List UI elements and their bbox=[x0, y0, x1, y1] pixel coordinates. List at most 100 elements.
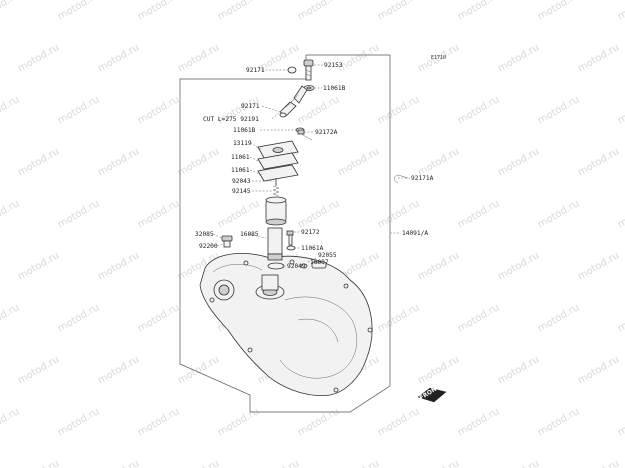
watermark-text: motod.ru bbox=[416, 354, 461, 386]
watermark-text: motod.ru bbox=[56, 302, 101, 334]
watermark-text: motod.ru bbox=[216, 406, 261, 438]
watermark-text: motod.ru bbox=[16, 354, 61, 386]
drain-plug-32085 bbox=[221, 235, 233, 248]
watermark-text: motod.ru bbox=[216, 0, 261, 23]
watermark-text: motod.ru bbox=[176, 42, 221, 74]
watermark-text: motod.ru bbox=[0, 302, 21, 334]
watermark-text: motod.ru bbox=[176, 354, 221, 386]
watermark-text: motod.ru bbox=[56, 198, 101, 230]
watermark-text: motod.ru bbox=[576, 354, 621, 386]
watermark-text: motod.ru bbox=[416, 146, 461, 178]
watermark-text: motod.ru bbox=[456, 0, 501, 23]
watermark-text: motod.ru bbox=[136, 406, 181, 438]
bolt-92172 bbox=[286, 230, 294, 246]
watermark-text: motod.ru bbox=[616, 198, 625, 230]
watermark-text: motod.ru bbox=[496, 458, 541, 468]
watermark-text: motod.ru bbox=[16, 250, 61, 282]
watermark-text: motod.ru bbox=[616, 302, 625, 334]
watermark-text: motod.ru bbox=[496, 250, 541, 282]
watermark-text: motod.ru bbox=[616, 94, 625, 126]
washer-11061a bbox=[286, 245, 296, 251]
watermark-text: motod.ru bbox=[456, 406, 501, 438]
watermark-text: motod.ru bbox=[96, 42, 141, 74]
watermark-text: motod.ru bbox=[56, 94, 101, 126]
label-16087: 16087 bbox=[310, 259, 329, 266]
watermark-text: motod.ru bbox=[136, 302, 181, 334]
watermark-text: motod.ru bbox=[96, 458, 141, 468]
watermark-text: motod.ru bbox=[576, 146, 621, 178]
watermark-text: motod.ru bbox=[616, 406, 625, 438]
label-16085: 16085 bbox=[240, 231, 259, 238]
watermark-text: motod.ru bbox=[136, 0, 181, 23]
watermark-text: motod.ru bbox=[536, 198, 581, 230]
label-11061a: 11061A bbox=[301, 245, 324, 252]
watermark-text: motod.ru bbox=[56, 0, 101, 23]
watermark-text: motod.ru bbox=[0, 0, 21, 23]
pump-boss bbox=[255, 274, 285, 300]
watermark-text: motod.ru bbox=[0, 198, 21, 230]
leader-lines bbox=[212, 64, 410, 267]
watermark-text: motod.ru bbox=[136, 198, 181, 230]
watermark-text: motod.ru bbox=[376, 302, 421, 334]
clamp-92171a bbox=[394, 174, 409, 184]
watermark-text: motod.ru bbox=[216, 198, 261, 230]
label-92171a: 92171A bbox=[411, 175, 434, 182]
label-92145: 92145 bbox=[232, 188, 251, 195]
label-11061-a: 11061 bbox=[231, 154, 250, 161]
watermark-text: motod.ru bbox=[576, 42, 621, 74]
watermark-text: motod.ru bbox=[16, 42, 61, 74]
watermark-text: motod.ru bbox=[536, 0, 581, 23]
label-13119: 13119 bbox=[233, 140, 252, 147]
collar-16087 bbox=[311, 261, 327, 269]
watermark-text: motod.ru bbox=[536, 406, 581, 438]
watermark-text: motod.ru bbox=[456, 198, 501, 230]
watermark-text: motod.ru bbox=[96, 146, 141, 178]
watermark-text: motod.ru bbox=[16, 458, 61, 468]
oring-92055 bbox=[300, 263, 308, 269]
watermark-text: motod.ru bbox=[376, 0, 421, 23]
label-92200: 92200 bbox=[199, 243, 218, 250]
watermark-text: motod.ru bbox=[416, 250, 461, 282]
label-92191: CUT L=275 92191 bbox=[203, 116, 259, 123]
watermark-text: motod.ru bbox=[376, 198, 421, 230]
label-92049: 92049 bbox=[287, 263, 306, 270]
watermark-text: motod.ru bbox=[296, 406, 341, 438]
watermark-text: motod.ru bbox=[296, 94, 341, 126]
watermark-text: motod.ru bbox=[576, 458, 621, 468]
label-32085: 32085 bbox=[195, 231, 214, 238]
label-11061-b: 11061 bbox=[231, 167, 250, 174]
breather-hose-92191 bbox=[279, 85, 308, 117]
watermark-text: motod.ru bbox=[96, 354, 141, 386]
watermark-text: motod.ru bbox=[296, 198, 341, 230]
watermark-text: motod.ru bbox=[296, 0, 341, 23]
label-11061b-top: 11061B bbox=[323, 85, 346, 92]
watermark-text: motod.ru bbox=[536, 94, 581, 126]
spring-92145 bbox=[272, 185, 280, 197]
label-92172a: 92172A bbox=[315, 129, 338, 136]
watermark-text: motod.ru bbox=[336, 146, 381, 178]
watermark-text: motod.ru bbox=[576, 250, 621, 282]
watermark-text: motod.ru bbox=[376, 406, 421, 438]
watermark-text: motod.ru bbox=[176, 458, 221, 468]
clamp-92171-mid bbox=[279, 112, 287, 118]
part-labels: 92171 92153 11061B 92171 CUT L=275 92191… bbox=[195, 62, 434, 270]
clamp-92171-top bbox=[287, 66, 297, 74]
label-92171-top: 92171 bbox=[246, 67, 265, 74]
watermark-text: motod.ru bbox=[0, 406, 21, 438]
seal-92049 bbox=[267, 262, 285, 270]
watermark-text: motod.ru bbox=[16, 146, 61, 178]
label-92055: 92055 bbox=[318, 252, 337, 259]
screw-92172a bbox=[297, 129, 313, 141]
gasket-11061-a bbox=[257, 152, 299, 170]
label-92172: 92172 bbox=[301, 229, 320, 236]
shaft-16085 bbox=[267, 227, 283, 261]
watermark-text: motod.ru bbox=[496, 354, 541, 386]
watermark-text: motod.ru bbox=[536, 302, 581, 334]
watermark-text: motod.ru bbox=[136, 94, 181, 126]
watermark-text: motod.ru bbox=[496, 146, 541, 178]
label-11061b-mid: 11061B bbox=[233, 127, 256, 134]
watermark-text: motod.ru bbox=[336, 42, 381, 74]
watermark-text: motod.ru bbox=[456, 94, 501, 126]
label-14091a: 14091/A bbox=[402, 230, 428, 237]
